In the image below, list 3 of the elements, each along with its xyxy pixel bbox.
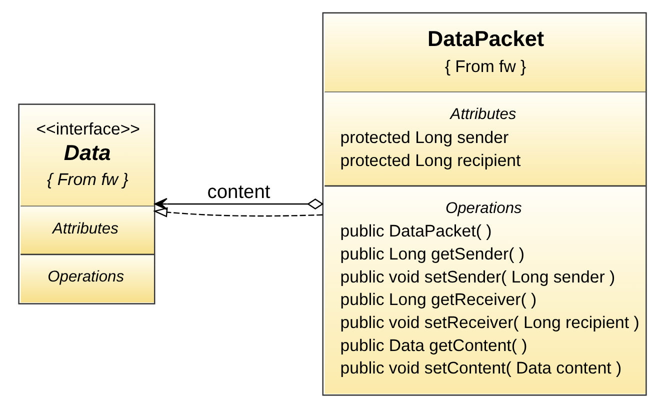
arrow xyxy=(153,207,323,218)
arrow xyxy=(154,198,324,210)
edge-label: content xyxy=(207,182,270,203)
